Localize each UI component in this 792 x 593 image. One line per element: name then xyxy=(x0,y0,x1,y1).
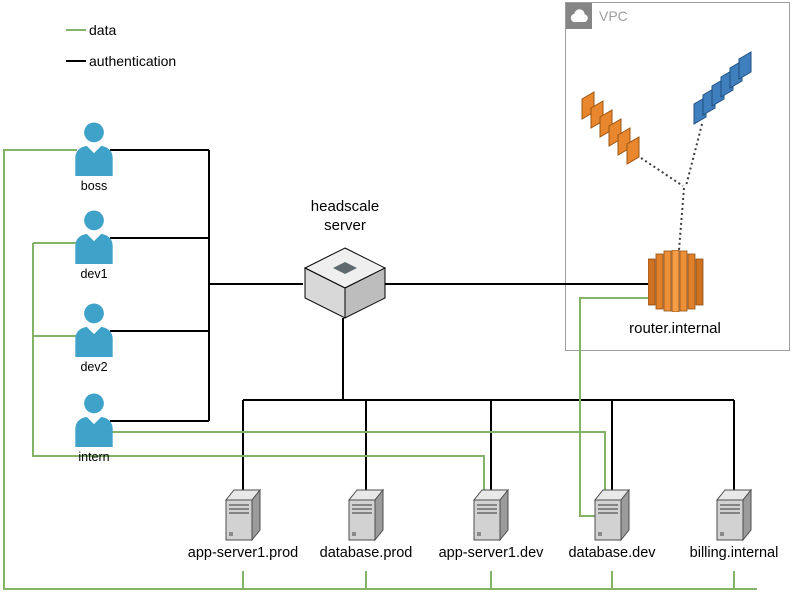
headscale-cube-icon xyxy=(303,246,387,319)
server-label: billing.internal xyxy=(689,545,779,561)
server-icon xyxy=(472,488,510,542)
node-router-internal xyxy=(647,249,704,317)
server-label: database.dev xyxy=(568,545,656,561)
vpc-box xyxy=(565,2,790,351)
user-label: intern xyxy=(78,450,110,464)
server-icon xyxy=(593,488,631,542)
legend-item-data: data xyxy=(66,22,176,38)
edge-data-dev-data-bus-app-server1.dev xyxy=(32,243,485,490)
edge-dotted-vpc-junction-router.internal xyxy=(678,187,685,251)
headscale-label: headscale server xyxy=(310,198,380,234)
node-database-prod: database.prod xyxy=(305,488,427,561)
legend: data authentication xyxy=(66,22,176,69)
user-icon xyxy=(75,393,113,447)
node-app-server1-prod: app-server1.prod xyxy=(182,488,304,561)
vpc-cloud-icon xyxy=(566,3,592,29)
user-icon xyxy=(75,122,113,176)
data-line-swatch xyxy=(66,29,86,31)
server-label: database.prod xyxy=(319,545,413,561)
server-icon xyxy=(715,488,753,542)
legend-label-data: data xyxy=(89,22,117,38)
edge-data-router.internal-database.dev xyxy=(579,297,653,517)
node-billing-internal: billing.internal xyxy=(673,488,792,561)
node-user-dev2: dev2 xyxy=(72,303,116,374)
user-label: dev2 xyxy=(80,360,108,374)
server-icon xyxy=(347,488,385,542)
router-icon xyxy=(647,249,704,313)
user-icon xyxy=(75,303,113,357)
user-icon xyxy=(75,210,113,264)
edge-data-intern-database.dev xyxy=(110,431,606,490)
server-label: app-server1.dev xyxy=(438,545,544,561)
edge-dotted-vpc-node-blue-vpc-junction xyxy=(685,123,703,187)
user-label: dev1 xyxy=(80,267,108,281)
server-icon xyxy=(224,488,262,542)
edge-dotted-vpc-node-orange-vpc-junction xyxy=(640,157,684,187)
node-user-boss: boss xyxy=(72,122,116,193)
node-database-dev: database.dev xyxy=(551,488,673,561)
router-label: router.internal xyxy=(629,320,721,337)
node-headscale-server: headscale server xyxy=(300,198,390,320)
server-label: app-server1.prod xyxy=(187,545,299,561)
legend-item-authentication: authentication xyxy=(66,53,176,69)
node-app-server1-dev: app-server1.dev xyxy=(430,488,552,561)
node-user-dev1: dev1 xyxy=(72,210,116,281)
instance-stack-blue-icon xyxy=(693,51,752,125)
edge-data-boss-server-data-bus xyxy=(3,149,757,590)
user-label: boss xyxy=(80,179,108,193)
legend-label-authentication: authentication xyxy=(89,53,177,69)
instance-stack-orange-icon xyxy=(581,91,640,165)
vpc-label: VPC xyxy=(599,8,628,24)
auth-line-swatch xyxy=(66,60,86,62)
node-user-intern: intern xyxy=(72,393,116,464)
